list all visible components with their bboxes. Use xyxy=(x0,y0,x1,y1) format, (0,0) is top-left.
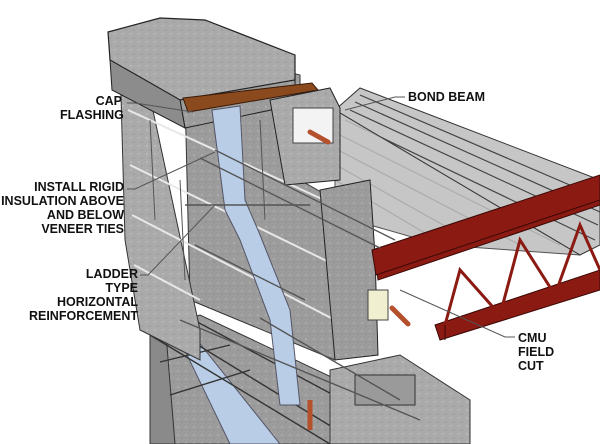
label-rigid-insulation: INSTALL RIGID INSULATION ABOVE AND BELOW… xyxy=(1,180,124,236)
ladder-reinforcement xyxy=(179,149,421,421)
label-cmu-field-cut: CMU FIELD CUT xyxy=(518,331,555,373)
label-cap-flashing: CAP FLASHING xyxy=(60,94,124,122)
bond-beam-block xyxy=(269,87,341,186)
label-bond-beam: BOND BEAM xyxy=(408,90,486,104)
label-ladder-reinforcement: LADDER TYPE HORIZONTAL REINFORCEMENT xyxy=(28,267,138,323)
rigid-insulation xyxy=(211,105,301,406)
leader-lines xyxy=(127,96,515,338)
